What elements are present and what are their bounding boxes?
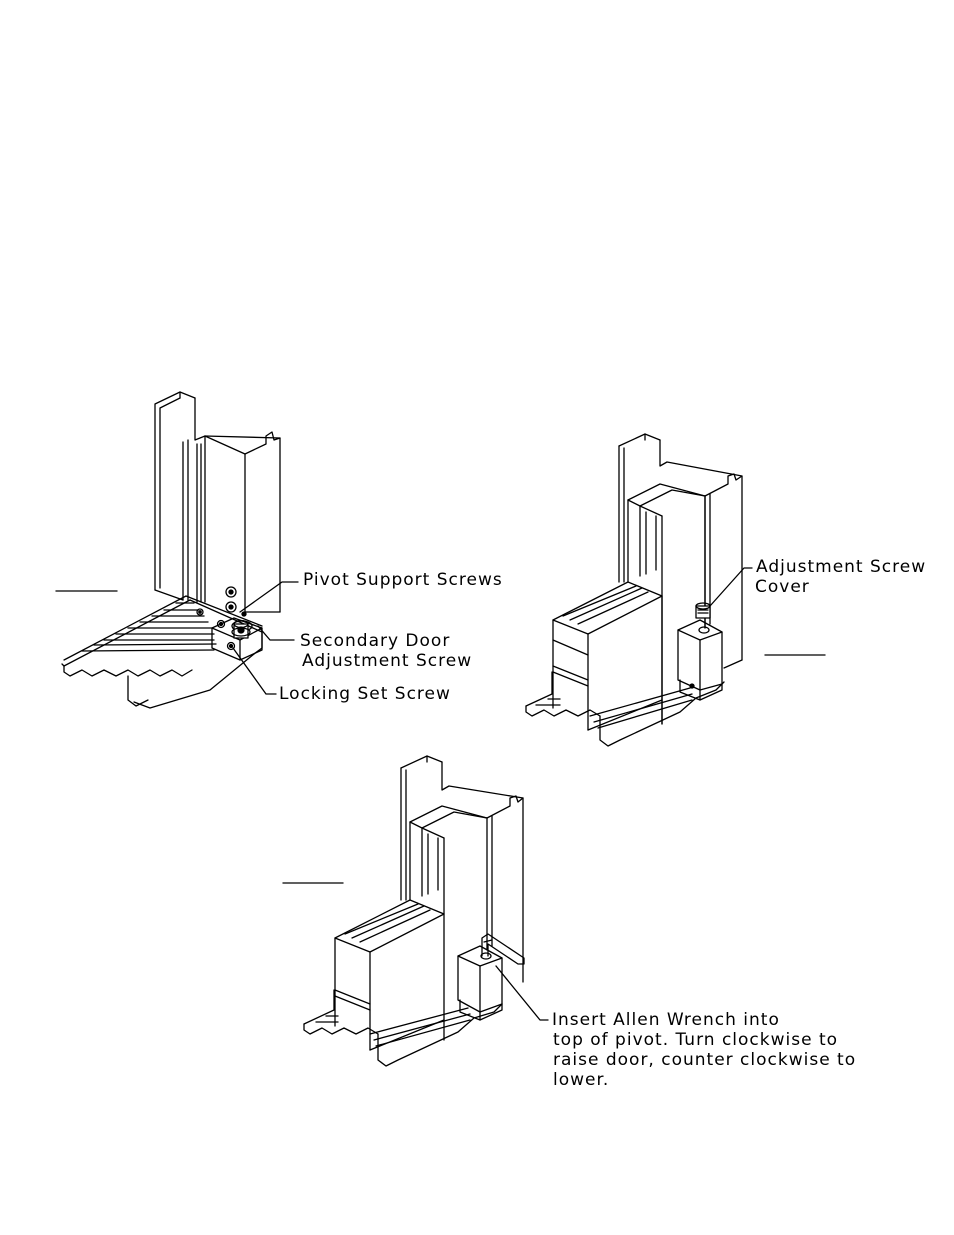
leader-adjustment-screw-cover	[709, 567, 753, 607]
instruction-line-1: Insert Allen Wrench into	[552, 1010, 780, 1030]
figure-2-pivot-box	[677, 602, 723, 701]
leader-pivot-support-screws	[239, 581, 299, 613]
callout-secondary-door-line-1: Secondary Door	[300, 631, 451, 651]
instruction-line-3: raise door, counter clockwise to	[553, 1050, 857, 1070]
leader-secondary-door-adjustment	[257, 625, 295, 641]
figure-2-jamb	[618, 433, 743, 669]
figure-2-bottom-rail	[552, 581, 663, 731]
figure-1-threshold	[61, 595, 263, 709]
figure-1-pivot-hardware	[196, 586, 263, 661]
figure-3-door-stile	[409, 805, 488, 1041]
callout-adjustment-screw-cover-line-1: Adjustment Screw	[756, 557, 927, 577]
figure-3-jamb	[400, 755, 524, 983]
figure-3-pivot-box	[457, 945, 503, 1021]
callout-secondary-door-line-2: Adjustment Screw	[302, 651, 473, 671]
callout-pivot-support-screws: Pivot Support Screws	[303, 570, 503, 590]
instruction-line-4: lower.	[553, 1070, 610, 1090]
figure-3-bottom-rail	[334, 899, 445, 1051]
callout-locking-set-screw: Locking Set Screw	[279, 684, 451, 704]
leader-allen-wrench	[495, 965, 549, 1021]
figure-1-pivot-detail	[55, 391, 299, 709]
leader-locking-set-screw	[232, 647, 277, 695]
instruction-line-2: top of pivot. Turn clockwise to	[553, 1030, 839, 1050]
figure-1-jamb	[154, 391, 281, 613]
figure-2-threshold	[525, 671, 725, 747]
figure-3-threshold	[303, 989, 503, 1067]
figure-2-cover-detail	[525, 433, 826, 747]
callout-adjustment-screw-cover-line-2: Cover	[755, 577, 810, 597]
allen-wrench	[481, 933, 525, 965]
figure-3-allen-wrench-detail	[282, 755, 549, 1067]
